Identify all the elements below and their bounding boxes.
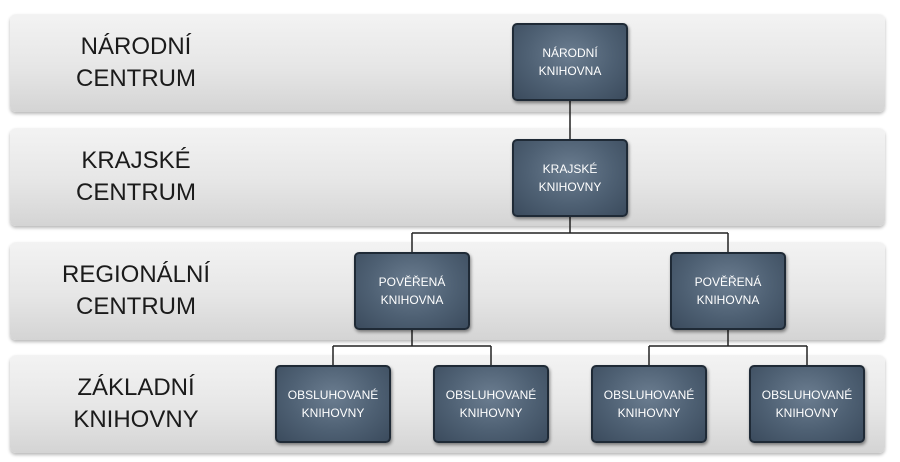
level-label-regional: REGIONÁLNÍ CENTRUM: [61, 261, 211, 320]
node-obsluhovane-knihovny-3: OBSLUHOVANÉ KNIHOVNY: [591, 365, 707, 443]
node-obsluhovane-knihovny-1: OBSLUHOVANÉ KNIHOVNY: [275, 365, 391, 443]
node-poverena-knihovna-2: POVĚŘENÁ KNIHOVNA: [670, 252, 786, 330]
node-poverena-knihovna-1: POVĚŘENÁ KNIHOVNA: [354, 252, 470, 330]
level-label-basic: ZÁKLADNÍ KNIHOVNY: [73, 374, 199, 433]
level-label-national: NÁRODNÍ CENTRUM: [76, 33, 196, 92]
node-krajske-knihovny: KRAJSKÉ KNIHOVNY: [512, 139, 628, 217]
node-obsluhovane-knihovny-2: OBSLUHOVANÉ KNIHOVNY: [433, 365, 549, 443]
level-band-regional-county: [10, 128, 885, 226]
node-obsluhovane-knihovny-4: OBSLUHOVANÉ KNIHOVNY: [749, 365, 865, 443]
level-band-national: [10, 14, 885, 112]
node-narodni-knihovna: NÁRODNÍ KNIHOVNA: [512, 23, 628, 101]
level-label-county: KRAJSKÉ CENTRUM: [76, 147, 196, 206]
